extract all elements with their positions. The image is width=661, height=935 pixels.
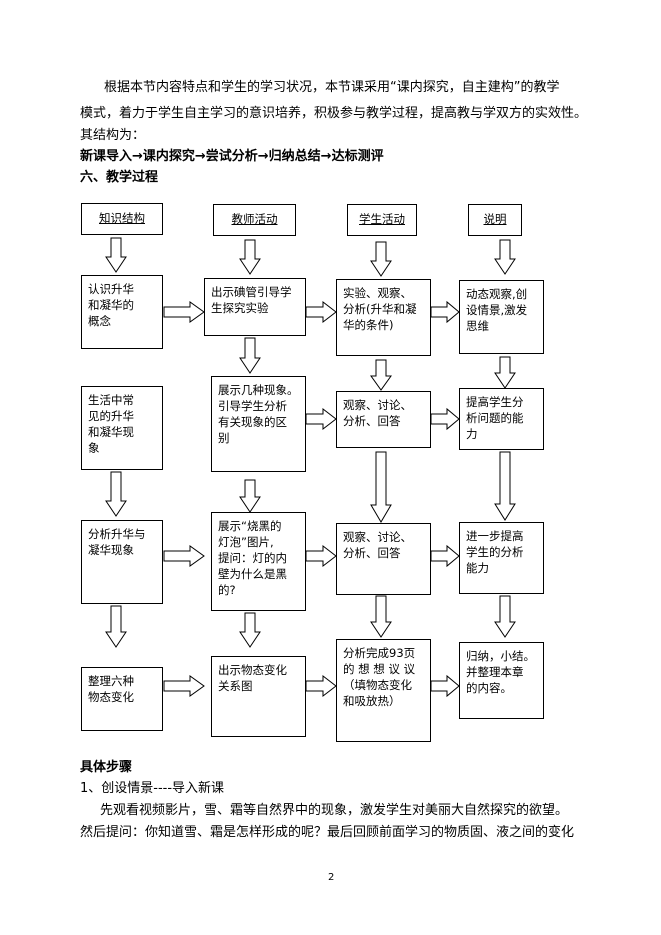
right-arrow-icon [305,674,337,698]
student-box-1: 实验、观察、 分析(升华和凝 华的条件) [336,279,431,356]
down-arrow-icon [370,241,392,277]
teacher-box-2: 展示几种现象。 引导学生分析 有关现象的区 别 [211,376,306,472]
step-1-heading: 1、创设情景----导入新课 [80,781,225,796]
right-arrow-icon [163,675,205,697]
right-arrow-icon [430,407,460,431]
intro-line-3: 其结构为： [80,128,146,143]
note-box-4: 归纳，小结。 并整理本章 的内容。 [459,642,544,719]
down-arrow-icon [239,612,261,648]
header-teacher-activity: 教师活动 [213,204,296,236]
right-arrow-icon [305,300,337,324]
down-arrow-icon [370,451,392,523]
note-box-1: 动态观察,创 设情景,激发 思维 [459,280,544,354]
student-box-2: 观察、讨论、 分析、回答 [336,391,431,448]
down-arrow-icon [105,471,127,517]
intro-line-2: 模式，着力于学生自主学习的意识培养，积极参与教学过程，提高教与学双方的实效性。 [80,106,588,121]
header-note: 说明 [468,204,522,236]
down-arrow-icon [105,237,127,273]
right-arrow-icon [163,545,205,567]
down-arrow-icon [239,337,261,374]
right-arrow-icon [163,301,205,323]
teacher-box-1: 出示碘管引导学 生探究实验 [204,278,306,336]
section-title: 六、教学过程 [80,170,159,185]
step-1-paragraph-line-1: 先观看视频影片，雪、霜等自然界中的现象，激发学生对美丽大自然探究的欲望。 [100,803,569,818]
steps-title: 具体步骤 [80,760,133,775]
down-arrow-icon [105,605,127,648]
down-arrow-icon [494,239,516,275]
student-box-4: 分析完成93页 的 想 想 议 议 （填物态变化 和吸放热） [336,639,431,742]
page-number: 2 [328,872,335,883]
student-box-3: 观察、讨论、 分析、回答 [336,523,431,595]
down-arrow-icon [494,356,516,389]
header-knowledge-structure: 知识结构 [81,203,163,235]
header-student-activity: 学生活动 [347,204,417,236]
down-arrow-icon [239,479,261,513]
down-arrow-icon [494,595,516,638]
note-box-3: 进一步提高 学生的分析 能力 [459,522,544,594]
right-arrow-icon [430,300,460,324]
intro-line-1: 根据本节内容特点和学生的学习状况，本节课采用“课内探究，自主建构”的教学 [104,80,560,95]
down-arrow-icon [370,595,392,638]
down-arrow-icon [370,359,392,391]
right-arrow-icon [430,544,460,568]
right-arrow-icon [305,544,337,568]
step-1-paragraph-line-2: 然后提问：你知道雪、霜是怎样形成的呢？最后回顾前面学习的物质固、液之间的变化 [80,825,575,840]
note-box-2: 提高学生分 析问题的能 力 [459,388,544,450]
down-arrow-icon [239,239,261,275]
right-arrow-icon [430,674,460,698]
structure-line: 新课导入→课内探究→尝试分析→归纳总结→达标测评 [80,149,384,164]
right-arrow-icon [305,407,337,431]
knowledge-box-4: 整理六种 物态变化 [81,667,163,731]
teacher-box-4: 出示物态变化 关系图 [211,656,306,737]
knowledge-box-2: 生活中常 见的升华 和凝华现 象 [81,386,163,470]
knowledge-box-3: 分析升华与 凝华现象 [81,520,163,604]
down-arrow-icon [494,451,516,521]
knowledge-box-1: 认识升华 和凝华的 概念 [81,275,163,349]
teacher-box-3: 展示“烧黑的 灯泡”图片, 提问：灯的内 壁为什么是黑 的? [211,512,306,611]
